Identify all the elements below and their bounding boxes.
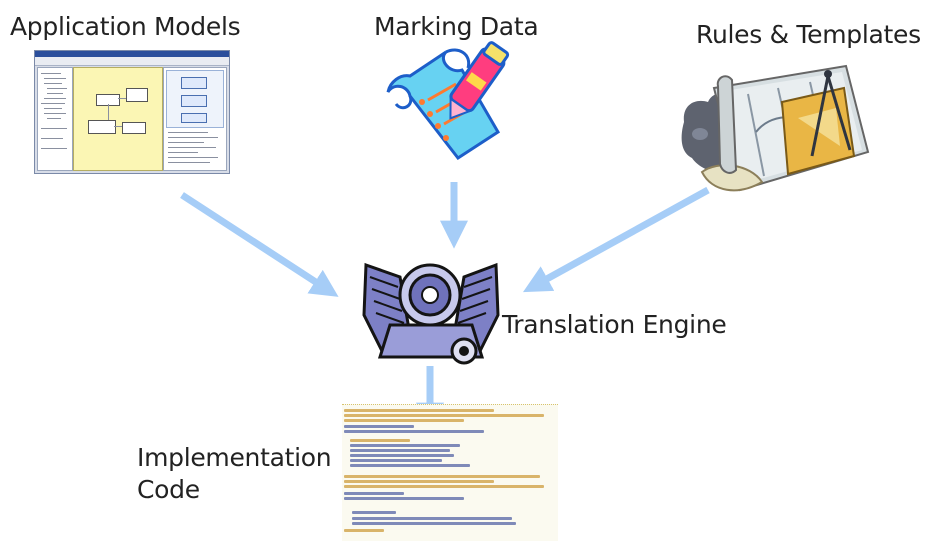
arrow-rules-to-engine — [522, 186, 710, 293]
application-models-label: Application Models — [10, 12, 241, 41]
marking-data-label: Marking Data — [374, 12, 539, 41]
translation-engine-label: Translation Engine — [502, 310, 727, 339]
source-code-listing-icon — [342, 404, 558, 541]
arrow-models-to-engine — [180, 192, 339, 297]
drafting-tools-clipart-icon — [681, 64, 870, 192]
uml-model-screenshot-icon — [34, 50, 230, 174]
engine-clipart-icon — [362, 262, 500, 365]
rules-templates-label: Rules & Templates — [696, 20, 921, 49]
implementation-label: Implementation — [137, 443, 332, 472]
code-label: Code — [137, 475, 200, 504]
marker-on-paper-clipart-icon — [386, 41, 510, 160]
